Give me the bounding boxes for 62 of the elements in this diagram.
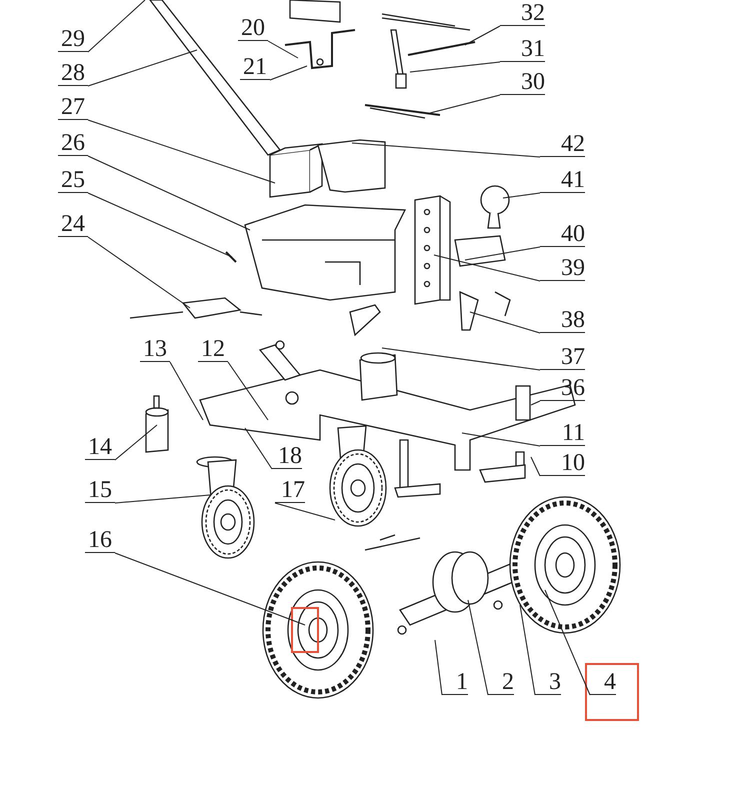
callout-number: 10 [540,450,585,476]
leader-line [410,62,500,72]
callout-number: 24 [58,211,88,237]
callout-number: 38 [540,307,585,333]
leader-line [88,50,198,86]
leader-line [530,400,540,406]
callout-number: 11 [540,420,585,446]
callout-number: 18 [272,443,302,469]
leader-line [274,502,336,520]
leader-line [464,246,540,260]
leader-line [88,120,276,184]
leader-line [434,254,540,282]
callout-number: 2 [488,669,514,695]
leader-line [114,494,210,504]
callout-number: 16 [85,527,115,553]
callout-number: 4 [590,669,616,695]
leader-line [470,312,540,334]
callout-number: 20 [238,15,268,41]
leader-line [464,26,500,46]
callout-number: 21 [240,54,270,80]
callout-number: 28 [58,60,88,86]
leader-line [88,192,232,258]
callout-number: 39 [540,255,585,281]
callout-number: 30 [500,69,545,95]
callout-number: 31 [500,36,545,62]
leader-line [520,604,536,696]
callout-number: 14 [85,434,115,460]
callout-number: 26 [58,130,88,156]
leader-line [170,362,204,420]
callout-number: 27 [58,94,88,120]
leader-line [114,424,158,460]
callout-number: 17 [275,477,305,503]
leader-line [468,600,488,696]
callout-number: 3 [535,669,561,695]
leader-line [502,192,540,198]
leader-line [434,640,442,696]
callout-number: 13 [140,336,170,362]
leader-line [268,40,298,58]
callout-number: 25 [58,167,88,193]
leader-line [430,94,500,114]
leader-line [244,428,272,470]
leader-line [88,0,146,52]
callout-number: 42 [540,131,585,157]
callout-number: 12 [198,336,228,362]
callout-number: 29 [58,26,88,52]
leader-line [462,432,540,446]
leader-line [382,348,540,370]
leader-line [352,142,540,158]
leader-line [88,236,190,308]
leader-line [88,156,250,230]
callout-number: 1 [442,669,468,695]
callout-number: 37 [540,344,585,370]
callout-number: 15 [85,477,115,503]
leader-line [544,590,590,696]
callout-number: 40 [540,221,585,247]
leader-line [530,456,540,476]
callout-number: 36 [540,375,585,401]
leader-line [228,362,268,420]
callout-number: 32 [500,0,545,26]
leader-line [114,552,306,626]
leader-line [270,66,308,80]
callout-number: 41 [540,167,585,193]
